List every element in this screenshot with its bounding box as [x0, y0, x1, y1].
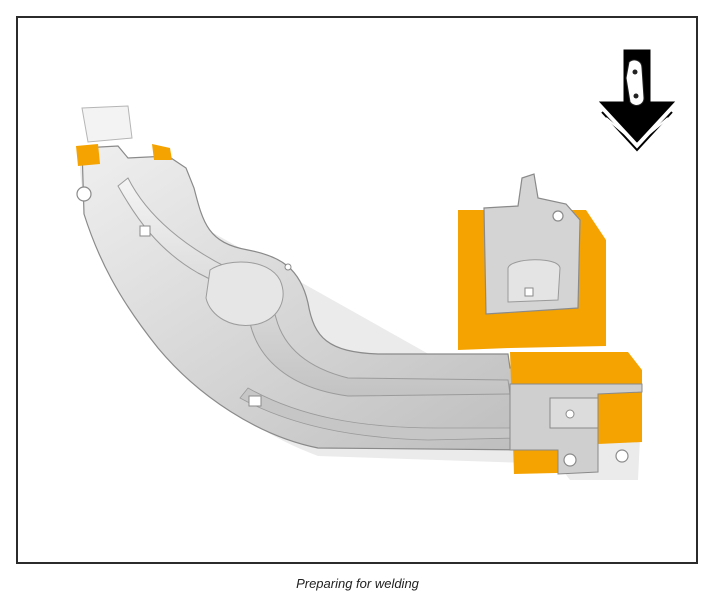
top-flange-tab [81, 105, 133, 143]
lower-right-overlap [509, 383, 643, 475]
plate-hole-top [552, 210, 564, 222]
slot-hole-2 [248, 395, 262, 407]
bracket-part-icon [625, 59, 645, 106]
bracket-illustration [76, 49, 676, 480]
weld-area-top-left-2 [152, 144, 172, 160]
figure-caption: Preparing for welding [296, 576, 419, 591]
bracket-plate-recess [507, 259, 561, 303]
weld-area-top-left-1 [76, 144, 100, 166]
lower-right-hole-1 [565, 409, 575, 419]
mounting-hole-top-left [76, 186, 92, 202]
figure-frame [16, 16, 698, 564]
small-hole-mid [284, 263, 292, 271]
bracket-boss [205, 261, 284, 326]
lower-right-hole-2 [563, 453, 577, 467]
slot-hole-1 [139, 225, 151, 237]
plate-slot [524, 287, 534, 297]
bracket-body [81, 145, 559, 451]
lower-right-hole-3 [615, 449, 629, 463]
